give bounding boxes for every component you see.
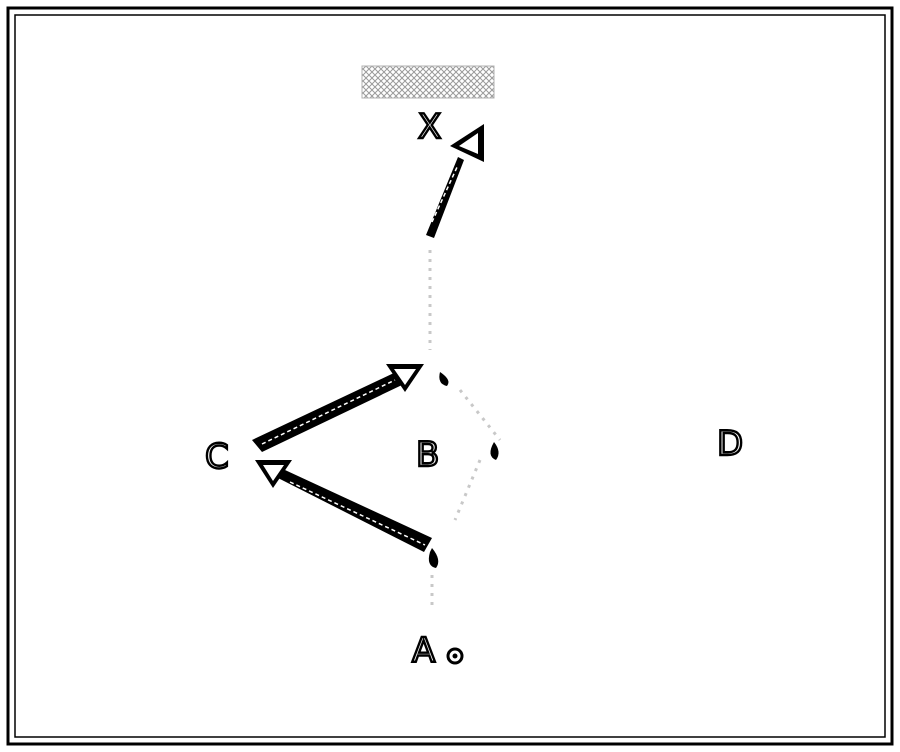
faint-connections	[428, 250, 502, 610]
arrow-head-inner	[263, 465, 284, 481]
drop-markers	[428, 372, 499, 568]
node-label-c: C	[205, 437, 229, 477]
target-box	[361, 65, 495, 99]
arrow-shaft	[278, 470, 432, 552]
drop-marker-b-right	[490, 442, 499, 460]
arrow-head-inner	[459, 133, 478, 154]
node-label-b: B	[416, 435, 439, 475]
arrow-shaft-hatch	[431, 164, 459, 223]
arrow-shaft-hatch	[261, 379, 396, 445]
arrow-shaft-hatch	[289, 481, 426, 546]
inner-frame	[14, 14, 886, 738]
arrow-head-inner	[394, 369, 416, 385]
node-label-d: D	[717, 424, 743, 464]
arrow-shaft	[426, 157, 464, 238]
node-label-a: A	[412, 631, 435, 671]
arrow-a-to-c	[255, 460, 432, 552]
faint-connector-b-a	[453, 459, 482, 521]
arrow-b-to-x	[426, 124, 484, 238]
outer-frame	[6, 6, 894, 746]
faint-connector-b-d	[458, 389, 502, 441]
node-label-x: X	[418, 107, 441, 147]
arrow-c-to-b	[252, 364, 424, 452]
start-marker-dot	[452, 653, 458, 659]
drop-marker-a	[428, 548, 439, 568]
drop-marker-b-top	[439, 372, 449, 386]
